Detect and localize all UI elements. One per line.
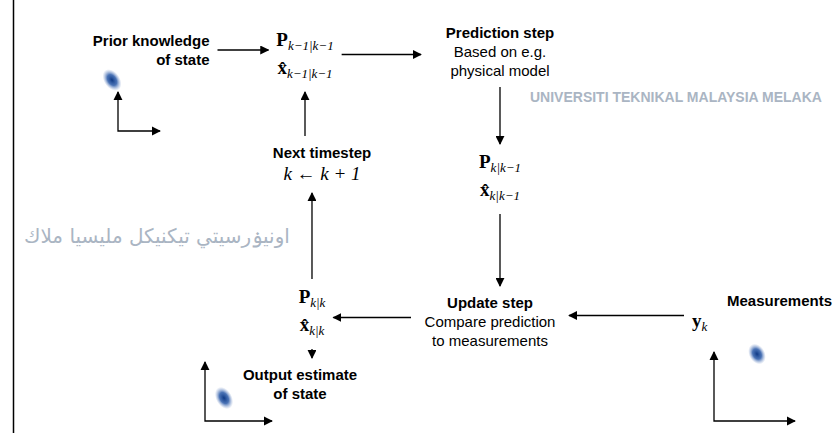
math-base: P — [276, 29, 288, 50]
measurement-label: Measurementsyk — [688, 288, 836, 341]
flow-arrow — [499, 214, 500, 286]
heading-text: Measurements — [692, 291, 832, 310]
plot-axes — [118, 92, 160, 131]
math-subscript: k|k−1 — [490, 188, 520, 203]
math-base: P — [299, 286, 311, 307]
formula-text: k ← k + 1 — [273, 162, 371, 186]
flow-arrow — [311, 193, 312, 279]
state-label: Prior knowledge of state — [87, 28, 214, 72]
estimate-symbol: x̂k−1|k−1 — [276, 57, 333, 85]
math-base: x̂ — [300, 314, 310, 335]
process-step: Prediction stepBased on e.g. physical mo… — [425, 20, 575, 83]
frame-line — [13, 0, 15, 433]
flow-arrow — [311, 349, 312, 358]
flow-arrow — [218, 49, 269, 50]
estimate-symbol: x̂k|k — [299, 314, 326, 342]
matrix-symbol: Pk|k — [299, 286, 326, 314]
math-subscript: k|k−1 — [491, 160, 521, 175]
gaussian-blob — [99, 66, 126, 95]
estimate-pair: Pk|kx̂k|k — [295, 283, 330, 345]
estimate-pair: Pk|k−1x̂k|k−1 — [475, 148, 525, 210]
flow-arrow — [333, 317, 411, 318]
heading-text: Next timestep — [273, 143, 371, 162]
gaussian-blob — [211, 384, 237, 413]
matrix-symbol: Pk−1|k−1 — [276, 29, 333, 57]
flow-arrow — [304, 92, 305, 136]
process-step: Update stepCompare prediction to measure… — [415, 290, 565, 353]
math-base: y — [692, 310, 702, 331]
estimate-symbol: x̂k|k−1 — [479, 179, 521, 207]
math-base: x̂ — [480, 179, 490, 200]
heading-text: Update step — [419, 293, 561, 312]
body-text: Compare prediction to measurements — [420, 312, 560, 350]
matrix-symbol: Pk|k−1 — [479, 151, 521, 179]
output-label: Output estimate of state — [238, 362, 363, 406]
gaussian-blob — [745, 340, 770, 367]
flow-arrow — [499, 87, 500, 144]
math-subscript: k|k — [310, 295, 325, 310]
math-base: P — [479, 151, 491, 172]
heading-text: Prior knowledge of state — [91, 31, 210, 69]
math-subscript: k — [702, 319, 708, 334]
estimate-pair: Pk−1|k−1x̂k−1|k−1 — [272, 26, 337, 88]
watermark-text: UNIVERSITI TEKNIKAL MALAYSIA MELAKA — [530, 88, 822, 106]
math-base: x̂ — [277, 57, 287, 78]
watermark-text: اونيۏرسيتي تيكنيكل مليسيا ملاك — [24, 222, 290, 250]
math-subscript: k|k — [309, 323, 324, 338]
flow-arrow — [569, 315, 684, 316]
math-subscript: k−1|k−1 — [288, 38, 334, 53]
flow-arrow — [342, 54, 421, 55]
heading-text: Output estimate of state — [242, 365, 359, 403]
body-text: Based on e.g. physical model — [444, 42, 556, 80]
timestep-step: Next timestepk ← k + 1 — [269, 140, 375, 189]
measurement-symbol: yk — [692, 310, 832, 338]
plot-axes — [714, 352, 795, 421]
heading-text: Prediction step — [429, 23, 571, 42]
math-subscript: k−1|k−1 — [287, 66, 333, 81]
